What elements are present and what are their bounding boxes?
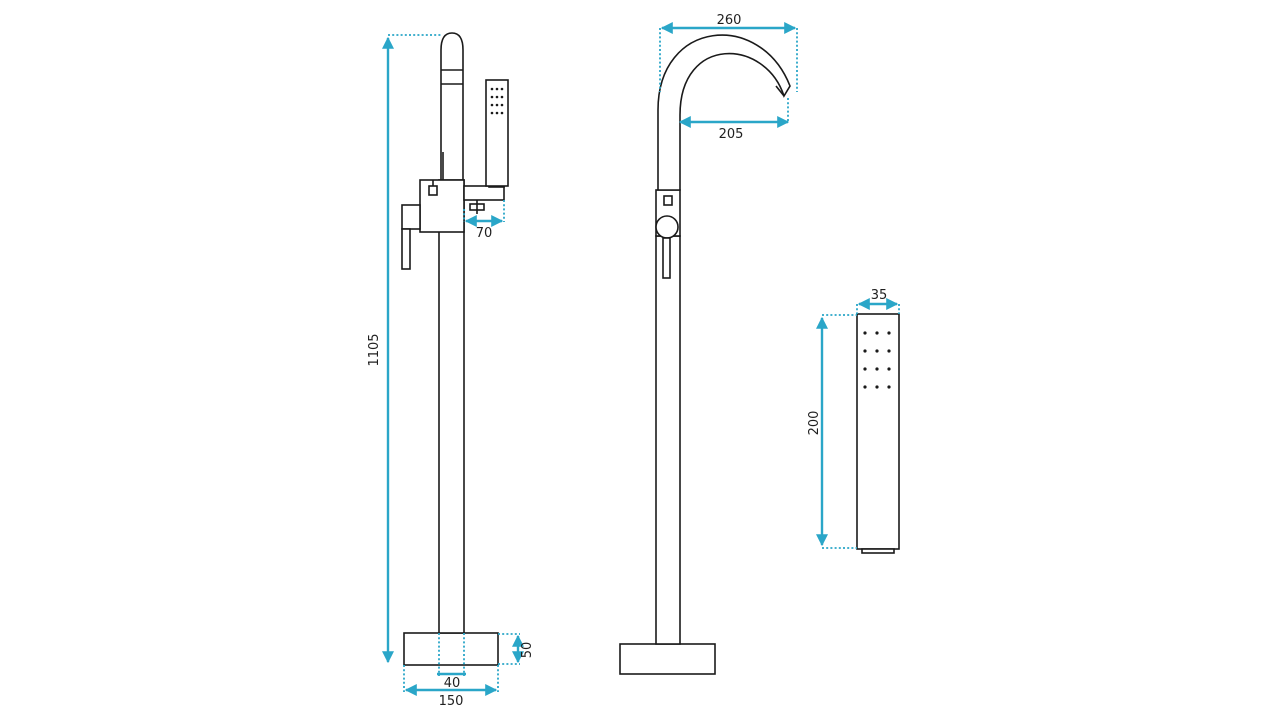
dim-spout-inner-label: 205 — [719, 127, 744, 142]
front-base-plate — [619, 643, 716, 675]
dim-column-width-label: 40 — [444, 676, 461, 691]
dim-spout-outer-label: 260 — [717, 13, 742, 28]
front-column — [655, 235, 681, 645]
dim-base-height-label: 50 — [520, 642, 535, 659]
side-upper-pipe — [440, 32, 464, 181]
front-top-knob — [663, 195, 673, 206]
detail-handshower-connector — [861, 548, 895, 554]
side-mixer-body — [419, 179, 465, 233]
front-view: 260 205 — [619, 13, 798, 675]
dim-spout-inner: 205 — [678, 98, 790, 142]
side-column — [438, 179, 465, 634]
dim-total-height: 1105 — [367, 34, 441, 664]
side-lever-mount — [401, 204, 421, 230]
side-handshower-nozzles — [490, 87, 504, 115]
dim-handshower-length-label: 200 — [807, 411, 822, 436]
side-base-plate — [403, 632, 499, 666]
handshower-detail: 35 200 — [807, 288, 900, 554]
side-handshower — [485, 79, 509, 187]
side-holder-arm — [463, 185, 505, 201]
dim-base-width: 150 — [403, 665, 499, 709]
dim-base-width-label: 150 — [439, 694, 464, 709]
detail-handshower-body — [856, 313, 900, 550]
front-lever-handle — [662, 237, 671, 279]
dim-spout-outer: 260 — [659, 13, 798, 92]
side-top-knob — [428, 185, 438, 196]
dim-outlet-offset: 70 — [463, 200, 505, 241]
detail-handshower-nozzles — [863, 331, 891, 389]
side-view: 1105 70 50 40 150 — [367, 32, 535, 709]
dim-handshower-width: 35 — [856, 288, 900, 314]
dim-base-height: 50 — [498, 633, 535, 665]
dim-handshower-length: 200 — [807, 314, 857, 549]
front-gooseneck-spout — [657, 34, 791, 191]
dim-handshower-width-label: 35 — [871, 288, 888, 303]
dim-total-height-label: 1105 — [367, 333, 382, 366]
side-lever-handle — [401, 228, 411, 270]
dim-outlet-offset-label: 70 — [476, 226, 493, 241]
front-lever-hub — [655, 215, 679, 239]
